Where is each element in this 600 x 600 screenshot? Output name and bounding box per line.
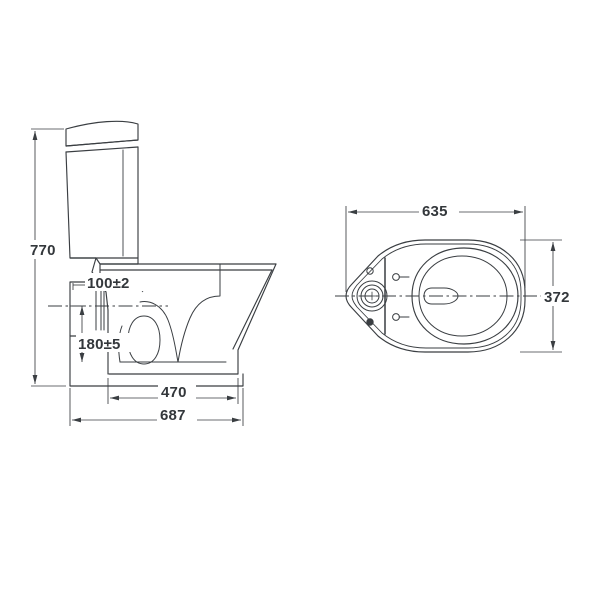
side-dimension-labels: 770 100±2 180±5 470 687 [28, 240, 197, 424]
dim-label-635: 635 [422, 203, 448, 220]
cistern-lid [65, 120, 139, 153]
cistern-hole-bottom [366, 318, 374, 326]
dim-label-687: 687 [160, 407, 186, 424]
dim-depth-687 [69, 388, 244, 426]
dim-label-372: 372 [544, 289, 570, 306]
dim-label-180: 180±5 [78, 336, 121, 353]
dim-label-470: 470 [161, 384, 187, 401]
dim-label-100: 100±2 [87, 275, 130, 292]
trap-outlet [95, 287, 105, 331]
seat-fixing-top [392, 273, 410, 281]
top-dimension-labels: 635 372 [419, 200, 583, 306]
cistern-hole-top [366, 267, 374, 275]
cistern-body [65, 146, 139, 259]
water-jet [423, 287, 459, 305]
seat-fixing-bottom [392, 313, 410, 321]
dim-label-770: 770 [30, 242, 56, 259]
bowl-rim [99, 263, 277, 271]
water-spot-oval [127, 315, 161, 365]
bowl-outer-body [99, 263, 277, 375]
plan-inner-offset [351, 243, 522, 349]
